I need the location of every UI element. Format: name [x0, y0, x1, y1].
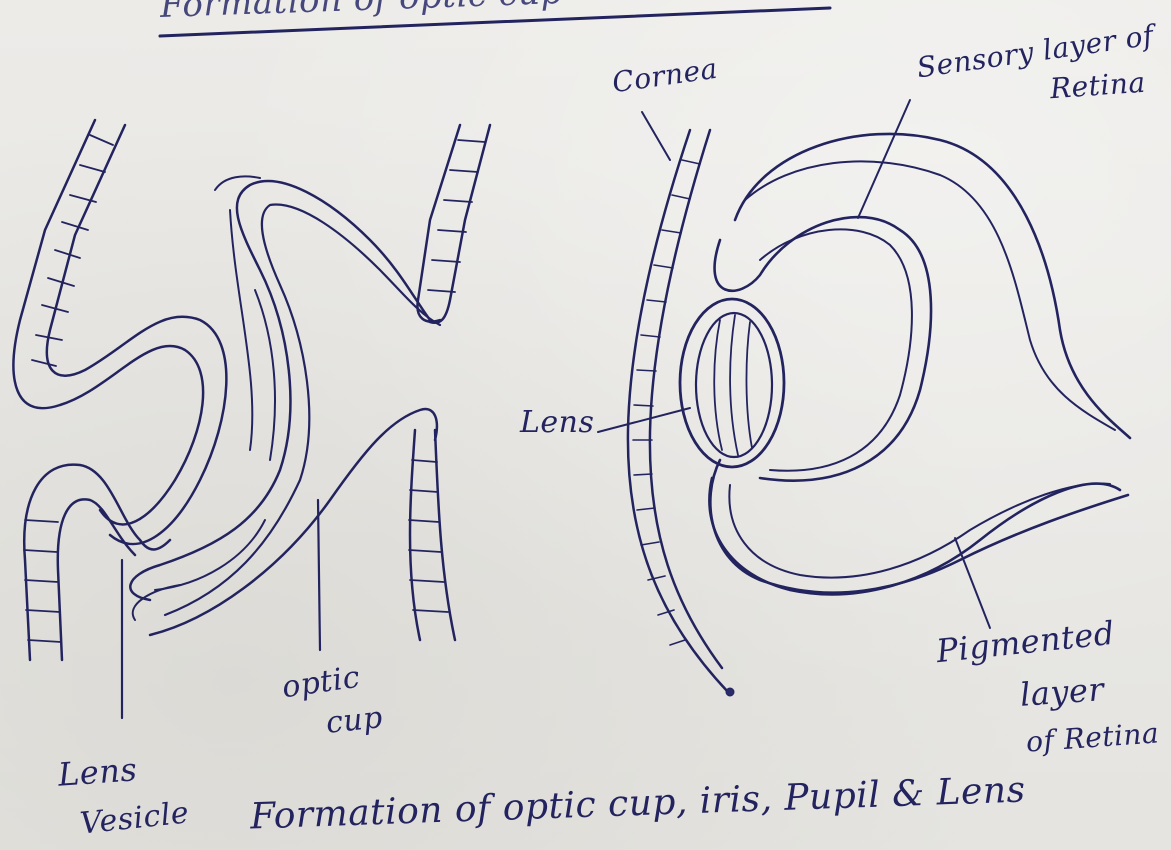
retina-upper-layer-3	[760, 229, 912, 470]
right-eye-drawing	[598, 100, 1130, 696]
ectoderm-upper-left-inner	[47, 125, 226, 544]
cornea-hatch	[633, 160, 700, 645]
sensory-leader-line	[858, 100, 910, 218]
label-pigmented-line2: layer	[1019, 673, 1105, 711]
ectoderm-lower-left-outer	[24, 465, 170, 660]
label-lens: Lens	[520, 408, 594, 438]
ectoderm-upper-left-outer	[13, 120, 203, 524]
cornea-inner	[650, 130, 722, 668]
label-optic-cup-line2: cup	[325, 703, 385, 739]
optic-cup-fold-4	[133, 176, 260, 620]
lens-leader-line	[598, 408, 690, 432]
lens-fibers	[714, 315, 752, 455]
ectoderm-hatch-lower-right	[409, 460, 448, 612]
retina-lower-layer-2	[729, 483, 1110, 577]
ectoderm-lower-right-inner	[435, 430, 455, 640]
leader-line-optic-cup	[318, 500, 320, 650]
left-optic-cup-drawing	[13, 120, 490, 718]
pigmented-leader-line	[955, 538, 990, 628]
cornea-end-dot	[726, 688, 734, 696]
ectoderm-lower-right-outer	[410, 430, 420, 640]
retina-upper-outer	[735, 134, 1130, 438]
optic-cup-fold-3	[165, 205, 440, 615]
cornea-leader-line	[642, 112, 670, 160]
label-sensory-layer-line2: Retina	[1049, 69, 1146, 104]
ectoderm-upper-right-inner	[430, 125, 490, 323]
ectoderm-hatch-lower-left	[24, 520, 61, 642]
label-lens-vesicle-line1: Lens	[57, 753, 138, 790]
retina-lower-inner	[709, 478, 1120, 594]
optic-cup-fold-1	[130, 181, 430, 600]
